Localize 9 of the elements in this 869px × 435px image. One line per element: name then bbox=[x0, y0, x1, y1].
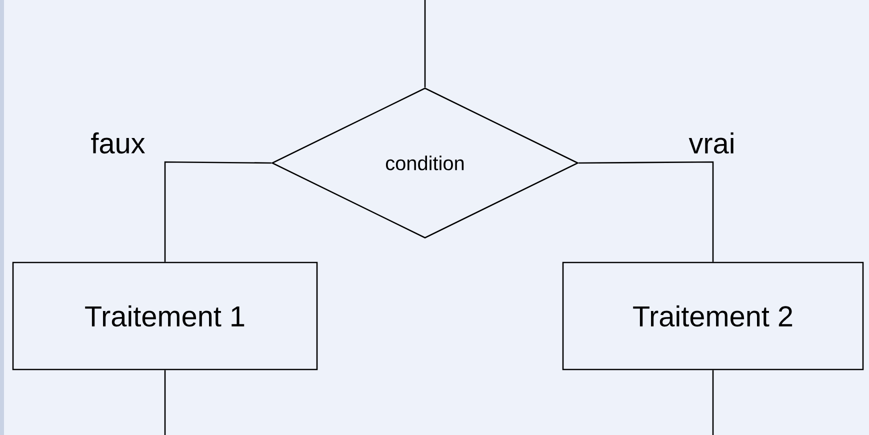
edge-label: faux bbox=[90, 131, 146, 155]
connector-line bbox=[164, 370, 166, 435]
process-box: Traitement 1 bbox=[12, 262, 318, 370]
connector-line bbox=[712, 370, 714, 435]
process-box: Traitement 2 bbox=[562, 262, 864, 370]
connector-line bbox=[578, 161, 714, 262]
connector-line bbox=[424, 0, 426, 88]
connector-line bbox=[164, 161, 272, 262]
edge-label: vrai bbox=[688, 131, 736, 155]
